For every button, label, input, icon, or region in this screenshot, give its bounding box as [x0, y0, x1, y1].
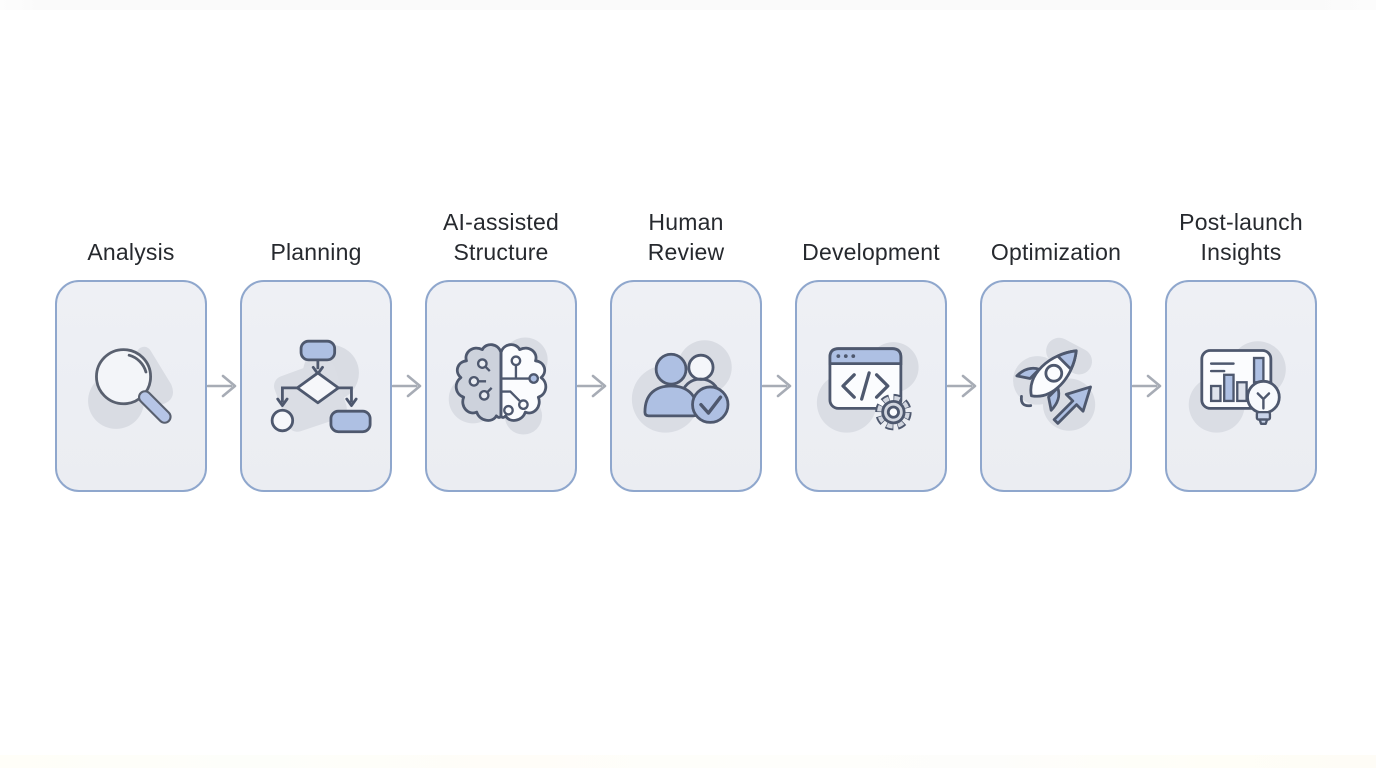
bottom-strip	[0, 755, 1376, 768]
people-check-icon	[631, 340, 732, 433]
process-flow-diagram: Analysis Planning	[55, 205, 1317, 492]
arrow-right-icon	[1132, 374, 1162, 398]
stage-card	[610, 280, 762, 492]
stage-card	[55, 280, 207, 492]
flow-arrow	[577, 373, 610, 399]
stage-analysis: Analysis	[55, 205, 207, 492]
stage-label: Development	[802, 239, 940, 265]
flow-arrow	[947, 373, 980, 399]
stage-planning: Planning	[240, 205, 392, 492]
top-strip	[0, 0, 1376, 10]
stage-label: AI-assisted Structure	[443, 209, 559, 265]
stage-card	[1165, 280, 1317, 492]
stage-human-review: Human Review	[610, 205, 762, 492]
flowchart-icon	[270, 339, 372, 434]
stage-ai-assisted-structure: AI-assisted Structure	[425, 205, 577, 492]
stage-label: Post-launch Insights	[1179, 209, 1303, 265]
stage-optimization: Optimization	[980, 205, 1132, 492]
stage-label: Analysis	[87, 239, 175, 265]
arrow-right-icon	[947, 374, 977, 398]
arrow-right-icon	[577, 374, 607, 398]
flow-arrow	[762, 373, 795, 399]
stage-card	[795, 280, 947, 492]
stage-label: Optimization	[990, 239, 1122, 265]
stage-label: Planning	[270, 239, 362, 265]
stage-development: Development	[795, 205, 947, 492]
rocket-icon	[1013, 337, 1096, 431]
chart-bulb-icon	[1188, 341, 1286, 433]
arrow-right-icon	[207, 374, 237, 398]
flow-arrow	[207, 373, 240, 399]
flow-arrow	[1132, 373, 1165, 399]
flow-arrow	[392, 373, 425, 399]
arrow-right-icon	[762, 374, 792, 398]
brain-circuit-icon	[448, 337, 548, 435]
stage-post-launch-insights: Post-launch Insights	[1165, 205, 1317, 492]
arrow-right-icon	[392, 374, 422, 398]
magnifier-icon	[88, 346, 173, 429]
stage-card	[425, 280, 577, 492]
stage-card	[980, 280, 1132, 492]
stage-card	[240, 280, 392, 492]
stage-label: Human Review	[647, 209, 725, 265]
code-window-gear-icon	[816, 342, 919, 433]
